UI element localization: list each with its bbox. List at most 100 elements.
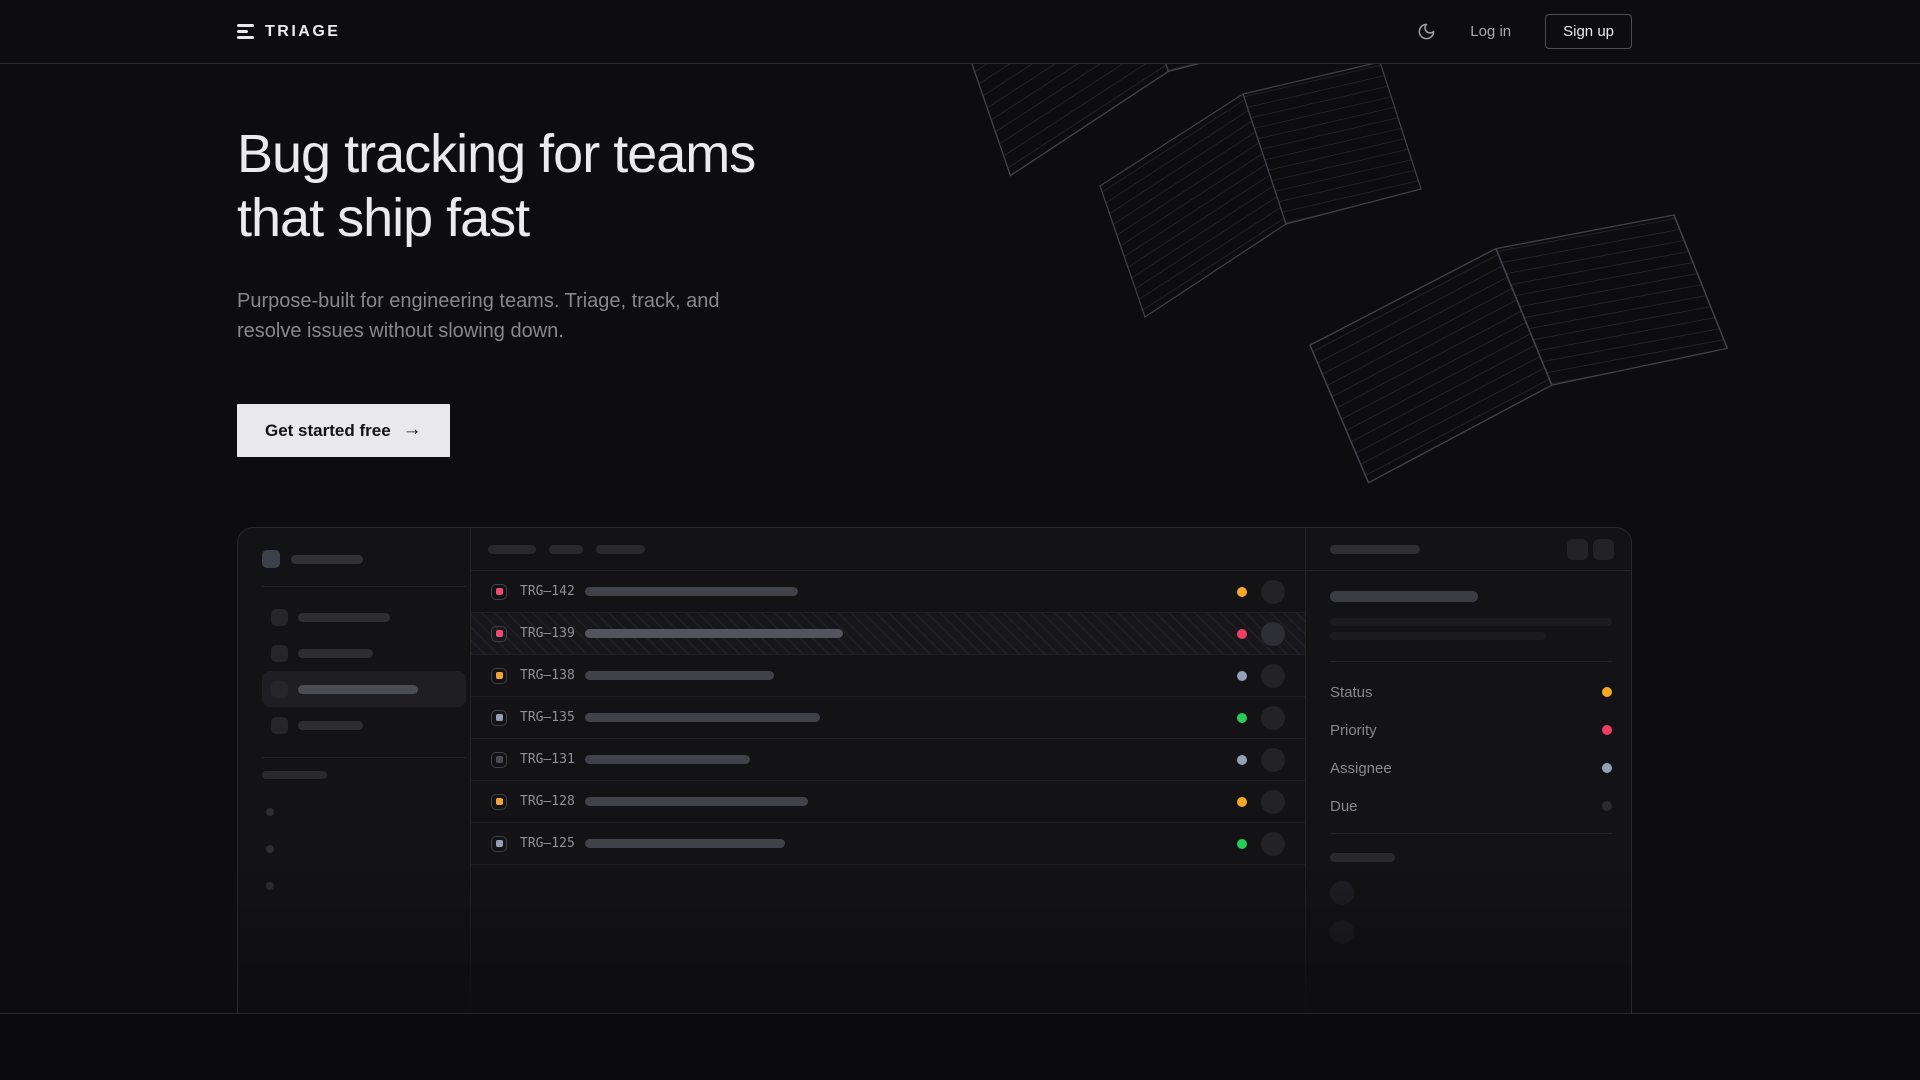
issue-fields: Status Priority Assignee Due (1330, 673, 1612, 825)
brand-name: TRIAGE (265, 22, 341, 40)
hero-subtitle: Purpose-built for engineering teams. Tri… (237, 290, 720, 342)
app-mockup: TRG–142 TRG–139 TRG–138 TRG–135 (237, 527, 1632, 1014)
issue-field-row: Assignee (1330, 749, 1612, 787)
issue-id: TRG–131 (520, 752, 575, 767)
issue-description-placeholder (1330, 618, 1612, 626)
issue-title-bar-placeholder (585, 755, 750, 764)
filter-pill-placeholder (488, 544, 536, 554)
sidebar-section-label-placeholder (262, 771, 327, 779)
field-label: Due (1330, 797, 1358, 815)
issue-id: TRG–128 (520, 794, 575, 809)
assignee-avatar-placeholder (1261, 579, 1285, 604)
issue-list: TRG–142 TRG–139 TRG–138 TRG–135 (471, 571, 1305, 865)
get-started-button[interactable]: Get started free → (237, 404, 450, 457)
status-dot (1237, 838, 1247, 849)
issue-type-icon (491, 751, 507, 768)
filter-pill-placeholder (596, 544, 645, 554)
issue-id: TRG–125 (520, 836, 575, 851)
issue-title-placeholder (1330, 591, 1478, 602)
issue-row: TRG–139 (471, 613, 1305, 655)
mockup-sidebar-item-selected (262, 671, 466, 707)
issue-id: TRG–142 (520, 584, 575, 599)
sidebar-item-label-placeholder (298, 684, 418, 694)
signup-button[interactable]: Sign up (1545, 14, 1632, 49)
field-value-dot (1602, 763, 1612, 773)
assignee-avatar-placeholder (1261, 747, 1285, 772)
divider (1330, 833, 1612, 834)
issue-type-icon (491, 625, 507, 642)
hero-title: Bug tracking for teams that ship fast (237, 124, 756, 248)
sidebar-item-label-placeholder (298, 648, 373, 658)
mockup-issue-list-column: TRG–142 TRG–139 TRG–138 TRG–135 (471, 528, 1305, 1014)
issue-row: TRG–125 (471, 823, 1305, 865)
sidebar-item-label-placeholder (298, 720, 363, 730)
issue-title-bar-placeholder (585, 587, 798, 596)
field-label: Status (1330, 683, 1373, 701)
status-dot (1237, 796, 1247, 807)
issue-type-icon (491, 709, 507, 726)
assignee-avatar-placeholder (1261, 705, 1285, 730)
issue-type-icon (491, 583, 507, 600)
status-dot (1237, 586, 1247, 597)
sidebar-dot-placeholder (266, 882, 274, 890)
sidebar-dot-placeholder (266, 808, 274, 816)
mockup-detail-panel: Status Priority Assignee Due (1305, 528, 1631, 1014)
mockup-sidebar-item (262, 707, 466, 743)
top-nav: TRIAGE Log in Sign up (0, 0, 1920, 64)
issue-title-bar-placeholder (585, 713, 820, 722)
brand-logo[interactable]: TRIAGE (237, 23, 340, 41)
field-value-dot (1602, 801, 1612, 811)
status-dot (1237, 670, 1247, 681)
issue-title-bar-placeholder (585, 797, 808, 806)
login-link[interactable]: Log in (1470, 23, 1512, 40)
sidebar-item-label-placeholder (298, 612, 390, 622)
issue-row: TRG–128 (471, 781, 1305, 823)
issue-title-bar-placeholder (585, 839, 785, 848)
issue-row: TRG–131 (471, 739, 1305, 781)
sidebar-item-icon-placeholder (271, 680, 288, 698)
theme-toggle-button[interactable] (1417, 22, 1436, 41)
sidebar-dot-placeholder (266, 845, 274, 853)
panel-action-placeholder (1593, 538, 1614, 560)
activity-label-placeholder (1330, 853, 1395, 862)
panel-title-placeholder (1330, 544, 1420, 554)
sidebar-item-icon-placeholder (271, 608, 288, 626)
field-value-dot (1602, 725, 1612, 735)
issue-type-icon (491, 667, 507, 684)
issue-title-bar-placeholder (585, 629, 843, 638)
issue-type-icon (491, 793, 507, 810)
assignee-avatar-placeholder (1261, 621, 1285, 646)
status-dot (1237, 712, 1247, 723)
status-dot (1237, 754, 1247, 765)
issue-id: TRG–139 (520, 626, 575, 641)
field-value-dot (1602, 687, 1612, 697)
sidebar-item-icon-placeholder (271, 716, 288, 734)
activity-avatar-placeholder (1330, 920, 1354, 944)
mockup-sidebar-item (262, 599, 466, 635)
arrow-right-icon: → (402, 418, 422, 440)
assignee-avatar-placeholder (1261, 831, 1285, 856)
hero-section: Bug tracking for teams that ship fast Pu… (237, 64, 756, 457)
mockup-sidebar-item (262, 635, 466, 671)
status-dot (1237, 628, 1247, 639)
field-label: Priority (1330, 721, 1377, 739)
divider (262, 586, 466, 587)
moon-icon (1418, 23, 1435, 40)
mockup-list-header (471, 528, 1305, 571)
assignee-avatar-placeholder (1261, 663, 1285, 688)
divider (262, 757, 466, 758)
mockup-sidebar (238, 528, 471, 1014)
divider (1330, 661, 1612, 662)
workspace-name-placeholder (291, 554, 363, 564)
issue-row: TRG–138 (471, 655, 1305, 697)
issue-field-row: Status (1330, 673, 1612, 711)
triage-logo-icon (237, 24, 254, 39)
panel-action-placeholder (1567, 538, 1588, 560)
assignee-avatar-placeholder (1261, 789, 1285, 814)
issue-row: TRG–142 (471, 571, 1305, 613)
issue-type-icon (491, 835, 507, 852)
activity-avatar-placeholder (1330, 881, 1354, 905)
issue-field-row: Due (1330, 787, 1612, 825)
issue-title-bar-placeholder (585, 671, 774, 680)
filter-pill-placeholder (549, 544, 583, 554)
